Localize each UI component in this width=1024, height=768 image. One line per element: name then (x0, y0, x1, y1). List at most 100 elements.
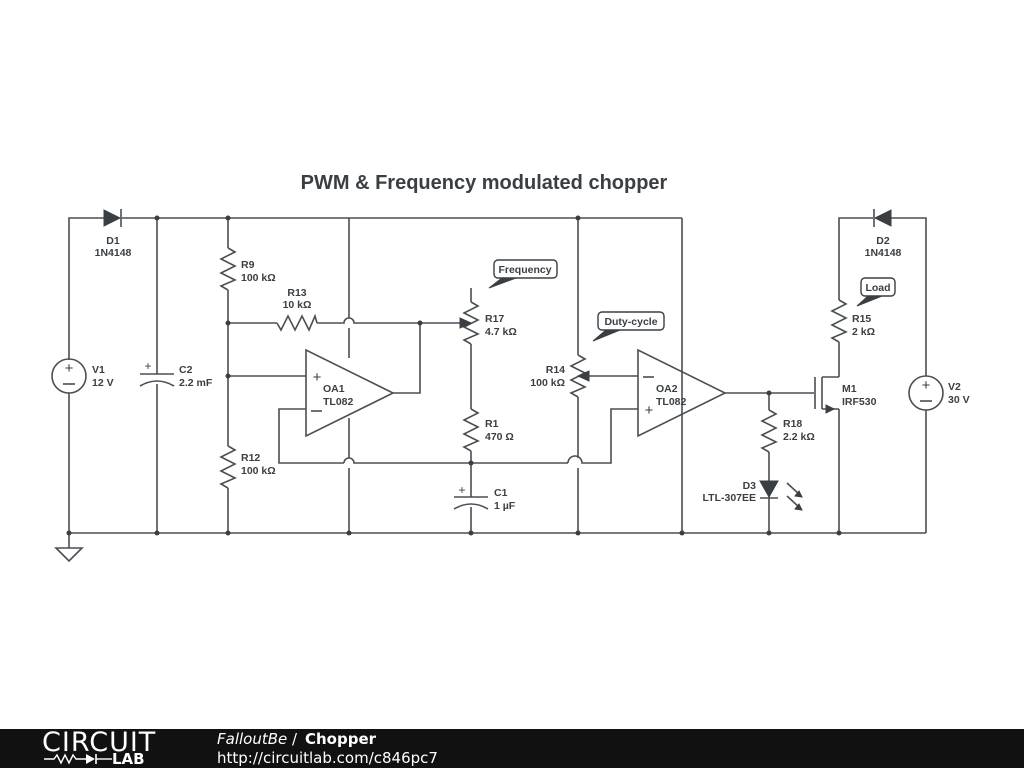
r9-ref-label: R9 (241, 259, 255, 271)
c2-ref-label: C2 (179, 364, 193, 376)
opamp-icon (637, 348, 727, 438)
wire (68, 217, 104, 360)
circuit-url-link[interactable]: http://circuitlab.com/c846pc7 (217, 749, 438, 767)
voltage-source-v2[interactable]: + V2 30 V (908, 375, 970, 411)
r12-ref-label: R12 (241, 452, 260, 464)
led-icon (759, 480, 779, 499)
ground-icon[interactable] (54, 547, 84, 563)
junction-dot (225, 320, 231, 326)
junction-dot (575, 215, 581, 221)
wire (838, 217, 873, 300)
junction-dot (66, 530, 72, 536)
junctions (66, 215, 842, 536)
r14-ref-label: R14 (546, 364, 565, 376)
junction-dot (346, 530, 352, 536)
junction-dot (575, 530, 581, 536)
callout-load: Load (856, 277, 896, 307)
opamp-oa2[interactable]: + OA2 TL082 (637, 348, 727, 438)
callout-duty-cycle: Duty-cycle (592, 311, 665, 342)
potentiometer-r14[interactable]: R14 100 kΩ (530, 354, 590, 398)
callout-frequency-text: Frequency (498, 264, 551, 276)
c1-ref-label: C1 (494, 487, 508, 499)
junction-dot (225, 373, 231, 379)
junction-dot (154, 530, 160, 536)
svg-text:+: + (458, 483, 465, 497)
resistor-icon (219, 445, 237, 489)
d1-value-label: 1N4148 (95, 247, 132, 259)
resistor-r9[interactable]: R9 100 kΩ (219, 247, 276, 291)
diode-d2[interactable]: D2 1N4148 (865, 209, 902, 259)
oa1-value-label: TL082 (323, 396, 354, 408)
junction-dot (225, 530, 231, 536)
junction-dot (766, 390, 772, 396)
r1-ref-label: R1 (485, 418, 499, 430)
svg-text:+: + (922, 377, 931, 394)
opamp-oa1[interactable]: + OA1 TL082 (305, 348, 395, 438)
wire (317, 317, 460, 324)
m1-ref-label: M1 (842, 383, 857, 395)
circuit-name[interactable]: Chopper (305, 730, 377, 748)
svg-text:+: + (65, 360, 74, 377)
r13-value-label: 10 kΩ (283, 299, 312, 311)
oa1-ref-label: OA1 (323, 383, 345, 395)
c1-value-label: 1 µF (494, 500, 516, 512)
r15-value-label: 2 kΩ (852, 326, 875, 338)
junction-dot (154, 215, 160, 221)
r15-ref-label: R15 (852, 313, 871, 325)
d1-ref-label: D1 (106, 235, 120, 247)
wire (343, 457, 568, 464)
led-d3[interactable]: D3 LTL-307EE (703, 480, 803, 511)
r18-value-label: 2.2 kΩ (783, 431, 815, 443)
junction-dot (679, 530, 685, 536)
resistor-icon (276, 313, 318, 332)
resistor-r15[interactable]: R15 2 kΩ (830, 299, 875, 343)
junction-dot (417, 320, 423, 326)
diode-icon (873, 209, 892, 227)
junction-dot (766, 530, 772, 536)
v1-value-label: 12 V (92, 377, 114, 389)
v2-ref-label: V2 (948, 381, 961, 393)
junction-dot (225, 215, 231, 221)
oa2-value-label: TL082 (656, 396, 687, 408)
resistor-r1[interactable]: R1 470 Ω (462, 408, 514, 452)
circuitlab-logo[interactable]: CIRCUIT (42, 727, 157, 758)
diode-d1[interactable]: D1 1N4148 (95, 209, 132, 259)
voltage-source-icon (908, 375, 944, 411)
r18-ref-label: R18 (783, 418, 802, 430)
wire (278, 408, 344, 464)
r13-ref-label: R13 (287, 287, 306, 299)
oa2-ref-label: OA2 (656, 383, 678, 395)
potentiometer-r17[interactable]: R17 4.7 kΩ (459, 301, 517, 345)
resistor-icon (830, 299, 848, 343)
resistor-r18[interactable]: R18 2.2 kΩ (760, 409, 815, 453)
v2-value-label: 30 V (948, 394, 970, 406)
mosfet-m1[interactable]: M1 IRF530 (814, 376, 877, 414)
resistor-r13[interactable]: R13 10 kΩ (276, 287, 318, 332)
junction-dot (468, 530, 474, 536)
svg-text:+: + (645, 402, 654, 419)
r17-value-label: 4.7 kΩ (485, 326, 517, 338)
schematic-canvas: PWM & Frequency modulated chopper (51, 172, 970, 563)
capacitor-c2[interactable]: + C2 2.2 mF (139, 359, 213, 389)
callout-frequency: Frequency (488, 259, 558, 289)
author-link[interactable]: FalloutBe (217, 730, 288, 748)
wire (393, 323, 421, 394)
r14-value-label: 100 kΩ (530, 377, 565, 389)
r9-value-label: 100 kΩ (241, 272, 276, 284)
junction-dot (836, 530, 842, 536)
svg-text:+: + (313, 369, 322, 386)
breadcrumb-separator: / (292, 730, 298, 748)
resistor-r12[interactable]: R12 100 kΩ (219, 445, 276, 489)
capacitor-c1[interactable]: + C1 1 µF (453, 483, 516, 512)
circuitlab-logo-lab: LAB (112, 750, 145, 768)
opamp-icon (305, 348, 395, 438)
wire (891, 217, 927, 376)
d3-value-label: LTL-307EE (703, 492, 756, 504)
schematic-title: PWM & Frequency modulated chopper (301, 172, 668, 194)
callout-duty-cycle-text: Duty-cycle (604, 316, 657, 328)
m1-value-label: IRF530 (842, 396, 877, 408)
voltage-source-icon (51, 358, 87, 394)
d2-ref-label: D2 (876, 235, 890, 247)
r1-value-label: 470 Ω (485, 431, 514, 443)
voltage-source-v1[interactable]: + V1 12 V (51, 358, 114, 394)
